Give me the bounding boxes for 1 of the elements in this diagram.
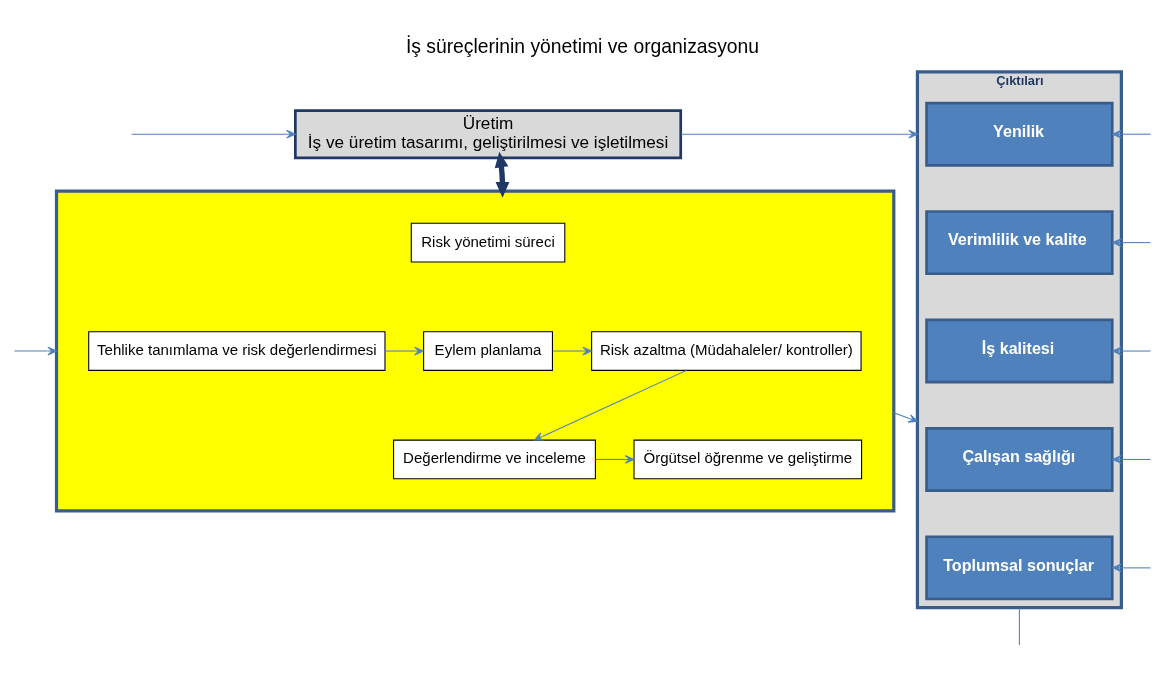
diagram-title: İş süreçlerinin yönetimi ve organizasyonu bbox=[405, 35, 760, 57]
